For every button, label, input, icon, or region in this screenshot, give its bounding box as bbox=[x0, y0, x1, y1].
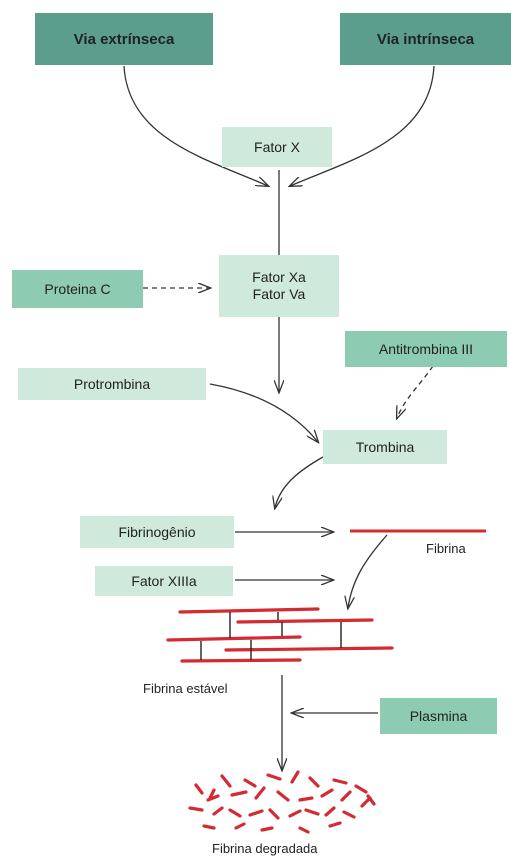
fibrin-label: Fibrina bbox=[426, 541, 466, 556]
stable-fibrin-label: Fibrina estável bbox=[143, 681, 228, 696]
factor-xiiia-box: Fator XIIIa bbox=[95, 566, 233, 596]
factor-x-box: Fator X bbox=[222, 127, 332, 167]
intrinsic-pathway-box: Via intrínseca bbox=[340, 13, 511, 65]
degraded-fibrin-label: Fibrina degradada bbox=[212, 841, 318, 856]
arrow-antithrombin-dashed bbox=[397, 366, 433, 418]
arrow-extrinsic-to-merge bbox=[124, 66, 268, 186]
protein-c-box: Proteina C bbox=[12, 270, 143, 308]
thrombin-box: Trombina bbox=[323, 430, 447, 464]
arrow-intrinsic-to-merge bbox=[290, 66, 434, 186]
plasmin-box: Plasmina bbox=[380, 698, 497, 734]
factor-va-label: Fator Va bbox=[253, 286, 306, 303]
prothrombin-box: Protrombina bbox=[18, 368, 206, 400]
factor-xa-label: Fator Xa bbox=[252, 269, 306, 286]
antithrombin-box: Antitrombina III bbox=[345, 331, 507, 367]
factor-xa-va-box: Fator Xa Fator Va bbox=[219, 255, 339, 317]
extrinsic-pathway-box: Via extrínseca bbox=[35, 13, 213, 65]
arrow-prothrombin-to-thrombin bbox=[210, 384, 318, 442]
fibrinogen-box: Fibrinogênio bbox=[80, 516, 234, 548]
arrow-fibrin-to-stable bbox=[348, 535, 387, 608]
degraded-fibrin-fragments bbox=[190, 772, 374, 832]
arrow-thrombin-to-fibrinogen bbox=[275, 457, 323, 508]
